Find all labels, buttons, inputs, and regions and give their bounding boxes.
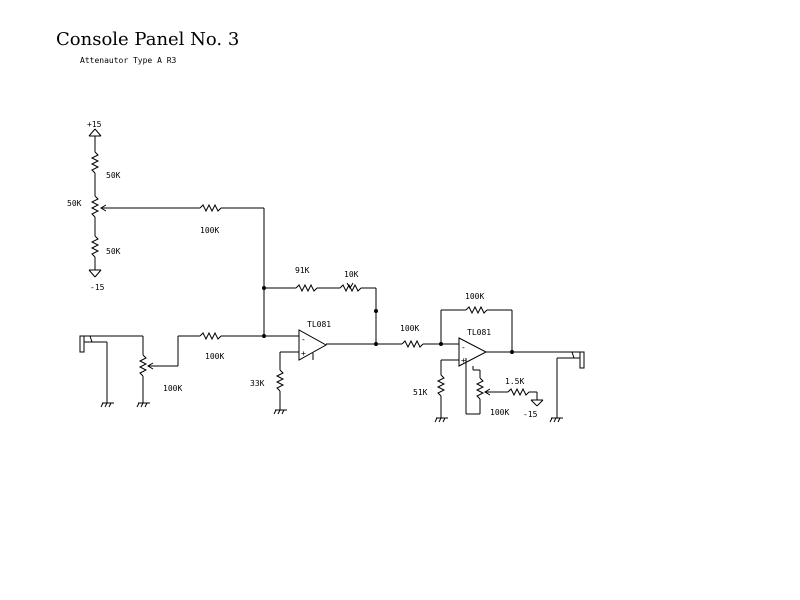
feedback1-pot-wiper	[346, 282, 354, 289]
svg-text:+: +	[461, 356, 466, 365]
offset-potentiometer	[90, 195, 100, 218]
resistor-feedback2-label: 100K	[465, 292, 484, 301]
resistor-bottom-label: 50K	[106, 247, 121, 256]
negative-rail-label: -15	[90, 283, 105, 292]
svg-text:+: +	[301, 349, 306, 358]
offset-pot-label: 50K	[67, 199, 82, 208]
resistor-ground2	[436, 374, 446, 397]
junction-dot	[262, 334, 266, 338]
resistor-middle	[401, 339, 424, 349]
resistor-trim-series-label: 1.5K	[505, 377, 524, 386]
ground-symbol	[100, 402, 114, 408]
input-jack	[79, 335, 143, 403]
resistor-offset-feed-label: 100K	[200, 226, 219, 235]
trim-pot-label: 100K	[490, 408, 509, 417]
resistor-feedback1-label: 91K	[295, 266, 310, 275]
positive-supply-symbol	[88, 128, 102, 137]
svg-text:-: -	[301, 335, 306, 344]
junction-dot	[374, 309, 378, 313]
resistor-bottom	[90, 235, 100, 258]
resistor-top-label: 50K	[106, 171, 121, 180]
resistor-ground2-label: 51K	[413, 388, 428, 397]
resistor-input-label: 100K	[205, 352, 224, 361]
ground-symbol	[136, 402, 150, 408]
resistor-trim-series	[507, 387, 530, 397]
resistor-ground1-label: 33K	[250, 379, 265, 388]
output-jack	[556, 351, 585, 418]
resistor-top	[90, 151, 100, 174]
resistor-feedback2	[465, 305, 488, 315]
negative-rail2-label: -15	[523, 410, 538, 419]
level-pot-label: 100K	[163, 384, 182, 393]
ground-symbol	[273, 409, 287, 415]
opamp2-label: TL081	[467, 328, 491, 337]
opamp1: - +	[298, 329, 328, 361]
junction-dot	[510, 350, 514, 354]
level-potentiometer	[138, 354, 148, 377]
trim-potentiometer	[475, 377, 485, 400]
negative-supply-symbol	[88, 269, 102, 278]
opamp2: - +	[458, 337, 488, 414]
positive-rail-label: +15	[87, 120, 102, 129]
page-title: Console Panel No. 3	[56, 29, 239, 50]
resistor-input	[199, 331, 222, 341]
negative-supply-symbol	[530, 399, 544, 407]
resistor-middle-label: 100K	[400, 324, 419, 333]
ground-symbol	[549, 417, 563, 423]
opamp1-label: TL081	[307, 320, 331, 329]
ground-symbol	[434, 417, 448, 423]
resistor-feedback1	[295, 283, 318, 293]
feedback1-pot-label: 10K	[344, 270, 359, 279]
resistor-offset-feed	[199, 203, 222, 213]
page-subtitle: Attenautor Type A R3	[80, 56, 177, 65]
resistor-ground1	[275, 369, 285, 392]
svg-text:-: -	[461, 343, 466, 352]
